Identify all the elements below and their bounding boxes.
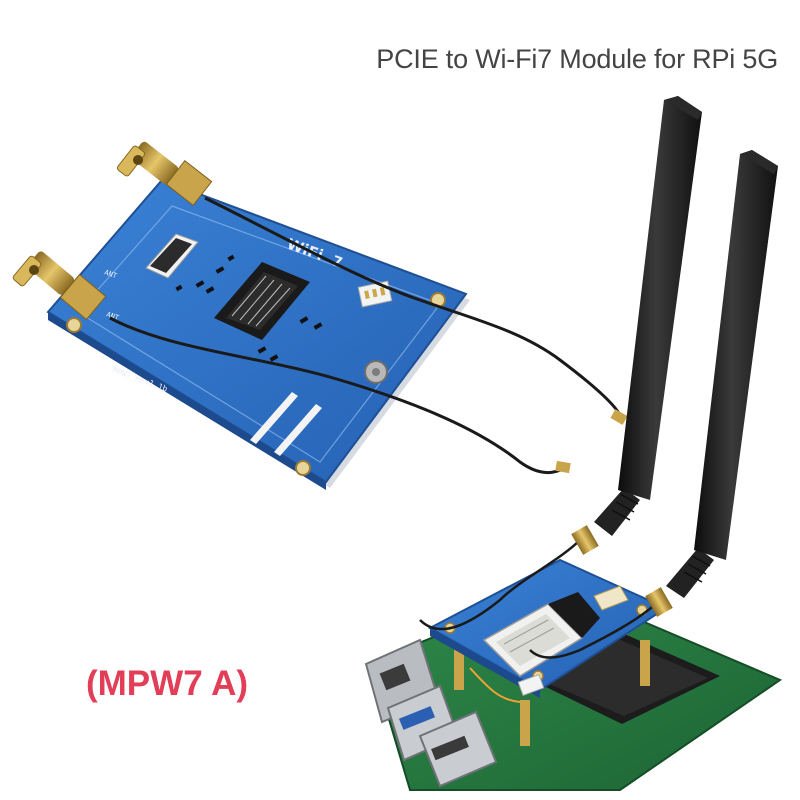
sma-connector-bottom [12, 251, 107, 321]
page-title: PCIE to Wi-Fi7 Module for RPi 5G [376, 44, 778, 74]
fpc-connector [145, 233, 199, 279]
usb-port [418, 710, 498, 788]
mount-hole [66, 317, 82, 333]
sma-connector [571, 525, 599, 555]
mount-hole [295, 460, 311, 476]
pigtail-cable [529, 599, 661, 659]
pigtail-cable [419, 539, 581, 631]
power-header [357, 280, 393, 308]
pigtail-cable [109, 316, 566, 474]
wifi7-module-card [482, 592, 600, 677]
ufl-connector [555, 460, 571, 474]
pcie-adapter-board: WiFi 7 MPW7_Rev1.1b ANT ANT [12, 141, 628, 490]
pigtail-cable [204, 196, 624, 421]
sma-connector [645, 587, 673, 617]
assembled-raspberry-pi-stack [364, 96, 783, 791]
model-label: (MPW7 A) [86, 664, 249, 703]
power-header [517, 674, 545, 696]
ribbon-wire [469, 667, 521, 703]
m2-slot [214, 262, 310, 340]
sma-connector-top [116, 141, 213, 206]
antenna-right [666, 150, 778, 598]
antenna-left [594, 96, 702, 536]
ufl-connector [610, 409, 628, 425]
